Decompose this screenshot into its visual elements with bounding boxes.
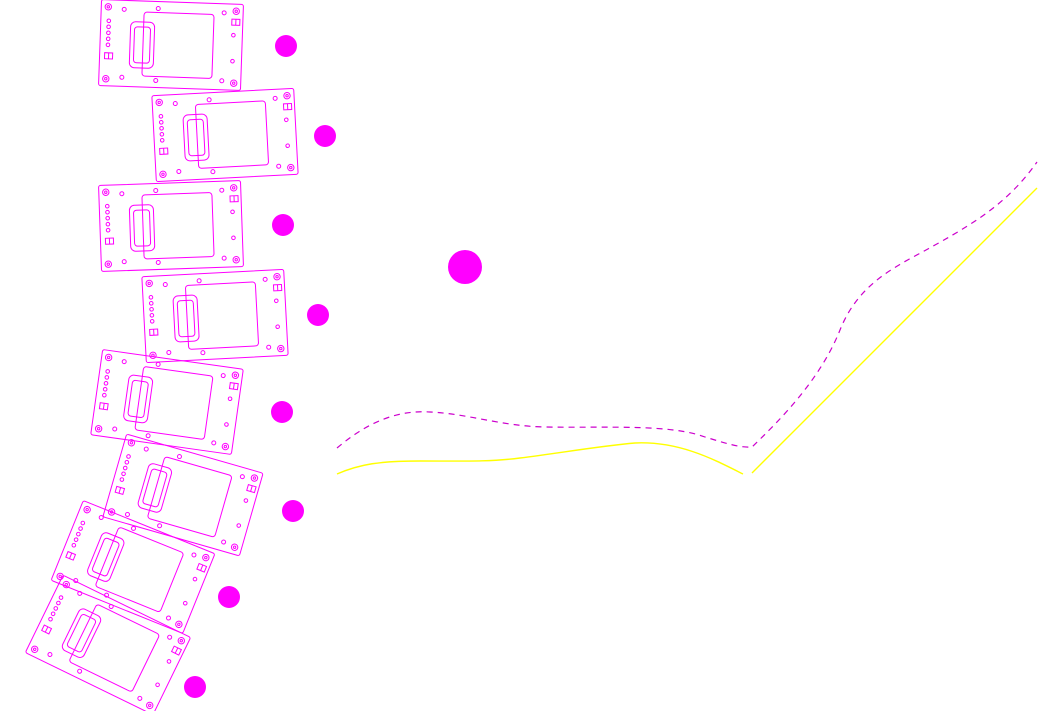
mounting-panel: [51, 500, 215, 634]
mounting-panel: [98, 180, 244, 272]
marker-dot: [272, 214, 294, 236]
mounting-panel: [151, 87, 299, 183]
marker-dot: [307, 304, 329, 326]
dashed-curve: [336, 161, 1038, 449]
marker-dot: [218, 586, 240, 608]
marker-dot: [282, 500, 304, 522]
marker-dot: [275, 35, 297, 57]
mounting-panel: [102, 434, 264, 556]
mounting-panel: [90, 349, 244, 455]
marker-dot: [271, 401, 293, 423]
marker-dot: [184, 676, 206, 698]
solid-curve: [336, 187, 1038, 475]
marker-dot: [448, 250, 482, 284]
mounting-panel: [98, 0, 244, 91]
marker-dot: [314, 125, 336, 147]
mounting-panel: [141, 268, 289, 364]
mounting-panel: [25, 575, 191, 711]
